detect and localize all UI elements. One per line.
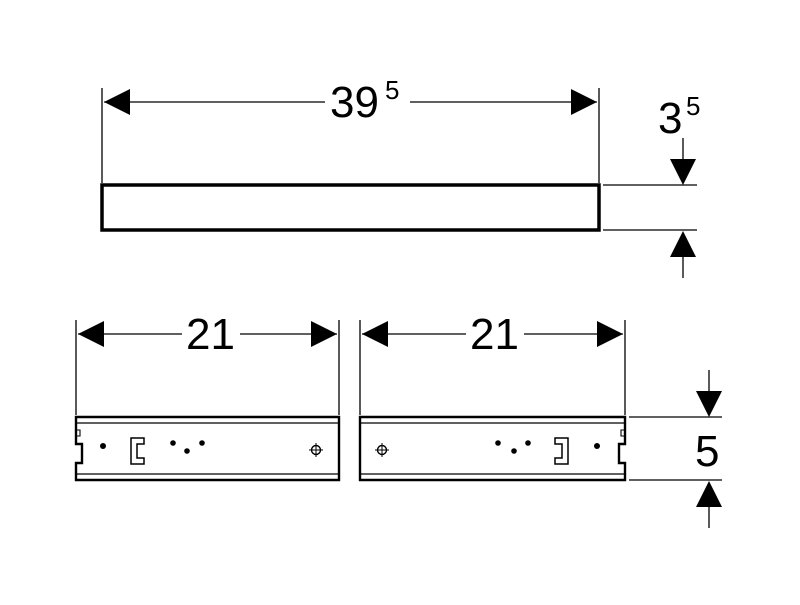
- right-rail-hole: [594, 443, 600, 449]
- right-rail-hole-cluster-2: [511, 448, 517, 454]
- right-rail-hole-cluster-1: [495, 440, 501, 446]
- right-rail-arrow-right: [597, 321, 623, 347]
- left-rail-hole: [100, 443, 106, 449]
- right-rail-end-notch: [620, 429, 625, 437]
- shelf-width-label-superscript: 5: [385, 75, 399, 105]
- right-rail-bracket: [554, 437, 569, 465]
- rail-height-arrow-bottom: [696, 481, 722, 507]
- shelf-height-label: 3: [658, 94, 682, 143]
- right-rail: [358, 415, 627, 482]
- left-rail: [74, 415, 341, 482]
- left-rail-end-notch: [76, 429, 81, 437]
- left-rail-hole-cluster-1: [170, 440, 176, 446]
- right-rail-width-label: 21: [470, 310, 519, 359]
- left-rail-arrow-left: [78, 321, 104, 347]
- shelf-width-arrow-left: [104, 89, 130, 115]
- left-rail-width-label: 21: [186, 310, 235, 359]
- shelf-height-label-superscript: 5: [686, 91, 700, 121]
- shelf-outline: [100, 183, 601, 232]
- shelf-height-arrow-bottom: [670, 231, 696, 257]
- right-rail-hole-cluster-3: [525, 440, 531, 446]
- bottom-view: [74, 320, 722, 528]
- shelf-width-arrow-right: [571, 89, 597, 115]
- shelf-height-arrow-top: [670, 159, 696, 185]
- right-rail-outline: [358, 415, 627, 482]
- shelf-width-label: 39: [330, 78, 379, 127]
- right-rail-arrow-left: [362, 321, 388, 347]
- top-view: [100, 88, 697, 278]
- rail-height-arrow-top: [696, 391, 722, 417]
- left-rail-bracket: [130, 437, 145, 465]
- rail-height-label: 5: [695, 427, 719, 476]
- left-rail-hole-cluster-3: [199, 440, 205, 446]
- left-rail-arrow-right: [311, 321, 337, 347]
- left-rail-outline: [74, 415, 341, 482]
- left-rail-hole-cluster-2: [184, 448, 190, 454]
